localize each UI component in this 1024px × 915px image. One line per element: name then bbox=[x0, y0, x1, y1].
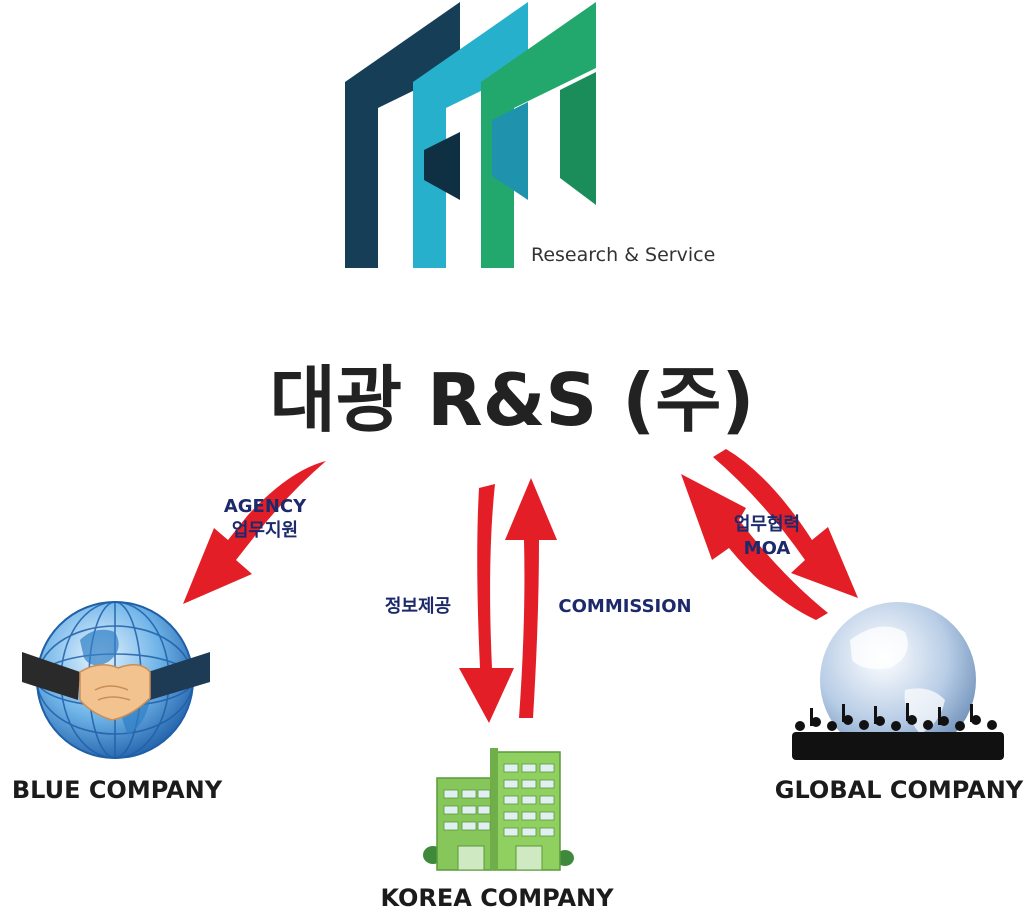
logo-fold-blue bbox=[492, 102, 528, 200]
company-name-title: 대광 R&S (주) bbox=[270, 358, 755, 442]
logo-bar-blue bbox=[413, 2, 528, 268]
global-company-node: GLOBAL COMPANY bbox=[775, 602, 1024, 804]
arrow-to-korea-company bbox=[459, 484, 514, 723]
arrow-to-blue-company bbox=[183, 461, 326, 604]
blue-company-node: BLUE COMPANY bbox=[12, 601, 223, 804]
agency-support-label: 업무지원 bbox=[232, 520, 298, 541]
commission-label: COMMISSION bbox=[558, 596, 691, 617]
building-icon bbox=[423, 748, 574, 871]
agency-label: AGENCY bbox=[224, 496, 307, 517]
cooperation-label: 업무협력 bbox=[734, 513, 800, 535]
arrow-from-korea-company bbox=[505, 478, 557, 718]
logo-fold-dark bbox=[424, 132, 460, 200]
arrow-to-global-company bbox=[713, 449, 858, 598]
logo-fold-green bbox=[560, 72, 596, 205]
company-logo: Research & Service bbox=[345, 2, 715, 268]
arrows bbox=[183, 449, 858, 723]
crowd-icon bbox=[792, 703, 1004, 760]
globe-icon bbox=[820, 602, 976, 758]
handshake-icon bbox=[22, 652, 210, 721]
logo-tagline: Research & Service bbox=[531, 244, 715, 266]
korea-company-label: KOREA COMPANY bbox=[380, 884, 614, 912]
global-company-label: GLOBAL COMPANY bbox=[775, 776, 1024, 804]
arrow-from-global-company bbox=[681, 474, 828, 620]
logo-bar-green bbox=[481, 2, 596, 268]
moa-label: MOA bbox=[744, 538, 791, 559]
info-provision-label: 정보제공 bbox=[385, 596, 451, 617]
logo-bar-dark bbox=[345, 2, 460, 268]
blue-company-label: BLUE COMPANY bbox=[12, 776, 223, 804]
korea-company-node: KOREA COMPANY bbox=[380, 748, 614, 912]
